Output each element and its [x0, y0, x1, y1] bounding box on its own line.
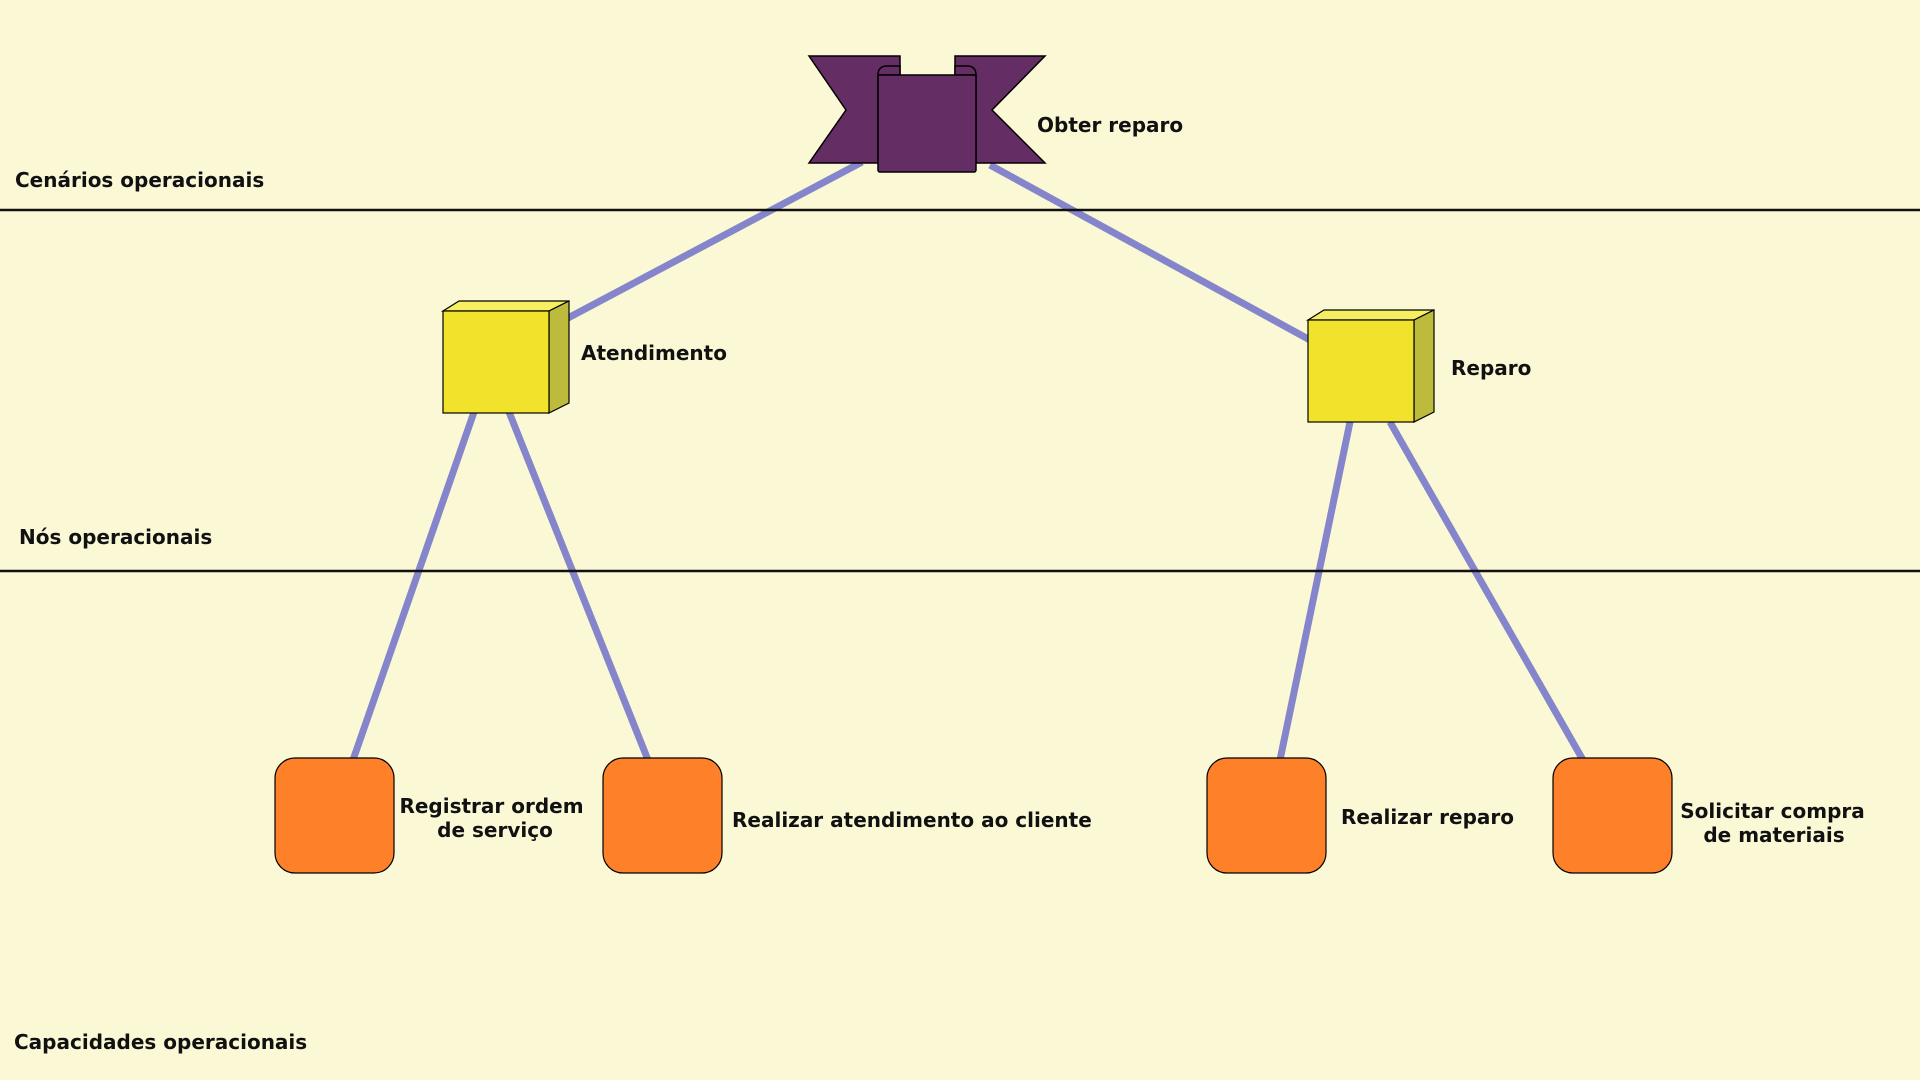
node-label-reparo: Reparo — [1451, 356, 1531, 380]
node-label-atendimento: Atendimento — [581, 341, 727, 365]
capability-rounded-square-icon — [274, 757, 395, 874]
lane-label-scenarios: Cenários operacionais — [15, 168, 264, 192]
lane-label-nodes: Nós operacionais — [19, 525, 212, 549]
connector-scenario-to-atendimento[interactable] — [566, 158, 864, 322]
connectors — [349, 158, 1587, 762]
capability-solicitar-compra[interactable]: Solicitar compra de materiais — [1552, 757, 1872, 874]
capability-registrar-ordem[interactable]: Registrar ordem de serviço — [274, 757, 591, 874]
capability-label-realizar-reparo: Realizar reparo — [1341, 805, 1514, 829]
connector-reparo-to-realizar-reparo[interactable] — [1276, 421, 1354, 761]
connector-atendimento-to-registrar[interactable] — [349, 410, 478, 762]
node-cube-icon — [440, 300, 570, 414]
scenario-scroll-icon — [807, 55, 1047, 173]
capability-label-line: Realizar atendimento ao cliente — [732, 808, 1092, 832]
node-cube-icon — [1305, 309, 1435, 423]
capability-label-line: de serviço — [437, 818, 553, 842]
operational-node-reparo[interactable]: Reparo — [1305, 309, 1531, 423]
capability-label-solicitar-compra: Solicitar compra de materiais — [1680, 799, 1872, 847]
capability-rounded-square-icon — [1206, 757, 1327, 874]
connector-reparo-to-solicitar-compra[interactable] — [1386, 420, 1587, 762]
capability-rounded-square-icon — [602, 757, 723, 874]
capability-realizar-atendimento[interactable]: Realizar atendimento ao cliente — [602, 757, 1092, 874]
connector-scenario-to-reparo[interactable] — [988, 161, 1312, 344]
capability-label-line: Realizar reparo — [1341, 805, 1514, 829]
capability-label-line: Registrar ordem — [399, 794, 583, 818]
scenario-label: Obter reparo — [1037, 113, 1183, 137]
lane-label-capabilities: Capacidades operacionais — [14, 1030, 307, 1054]
operational-node-atendimento[interactable]: Atendimento — [440, 300, 727, 414]
capability-label-realizar-atendimento: Realizar atendimento ao cliente — [732, 808, 1092, 832]
capability-label-registrar-ordem: Registrar ordem de serviço — [399, 794, 590, 842]
capability-rounded-square-icon — [1552, 757, 1673, 874]
capability-realizar-reparo[interactable]: Realizar reparo — [1206, 757, 1514, 874]
connector-atendimento-to-realizar-atendimento[interactable] — [505, 410, 652, 762]
scenario-obter-reparo[interactable]: Obter reparo — [807, 55, 1183, 173]
capability-label-line: Solicitar compra — [1680, 799, 1865, 823]
capability-label-line: de materiais — [1703, 823, 1844, 847]
